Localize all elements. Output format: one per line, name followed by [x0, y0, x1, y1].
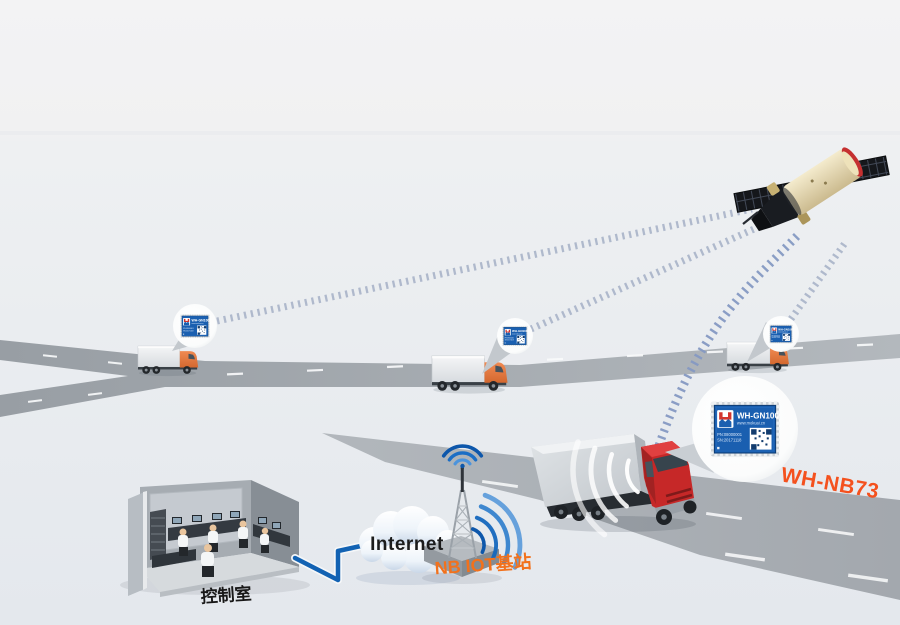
callout-right-truck — [747, 316, 799, 362]
antenna-mast — [460, 468, 464, 492]
internet-label: Internet — [370, 534, 444, 555]
trailer-top — [531, 434, 645, 454]
desk-back — [168, 518, 246, 541]
callout-middle-truck — [482, 318, 533, 374]
internet-cloud-icon — [356, 506, 461, 585]
network-cable — [291, 540, 374, 584]
base-station-icon — [422, 444, 523, 584]
monitors — [172, 511, 281, 529]
horizon-line — [0, 131, 900, 135]
operators — [178, 520, 269, 577]
station-signal-arcs-icon — [471, 492, 523, 570]
lattice-tower — [448, 466, 477, 559]
truck-cab — [641, 441, 697, 525]
signal-beam-right-truck — [788, 240, 848, 322]
control-room-icon — [120, 480, 310, 597]
control-room-floor — [140, 553, 299, 592]
big-truck-icon — [531, 434, 697, 538]
antenna-wifi-arcs-icon — [441, 444, 484, 469]
signal-beam-middle-truck — [529, 221, 765, 333]
satellite-antenna — [742, 211, 759, 225]
signal-beam-left-truck — [216, 205, 753, 325]
truck-signal-arcs-icon — [570, 439, 640, 538]
callout-big-module — [665, 376, 798, 482]
callout-left-truck — [172, 304, 217, 351]
satellite-icon — [733, 147, 890, 232]
control-room-front-wall — [128, 491, 147, 596]
satellite-beams — [216, 205, 848, 474]
